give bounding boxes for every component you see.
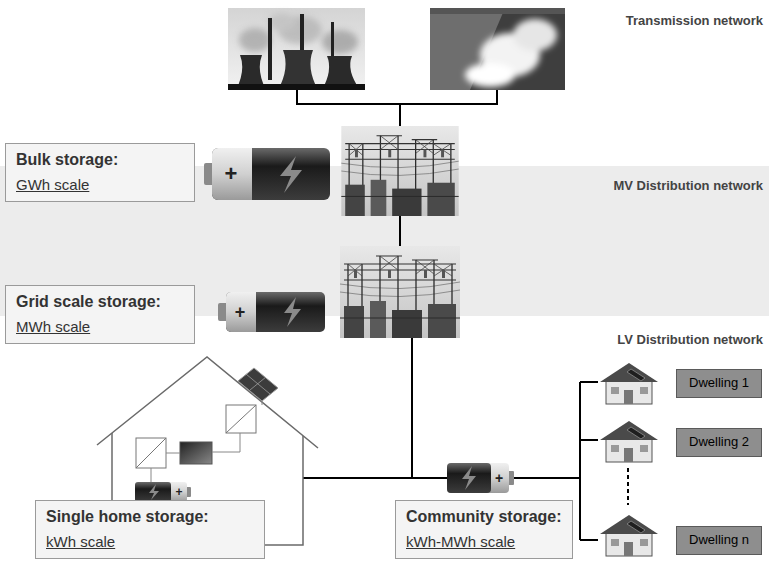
battery-symbol (280, 156, 302, 193)
power-plant-photo (268, 13, 296, 31)
hydro-dam-photo (465, 63, 515, 87)
house-illustration (265, 436, 303, 545)
dwelling-icon (600, 515, 658, 556)
battery-symbol (226, 292, 325, 332)
storage-label-box: Community storage: kWh-MWh scale (395, 500, 573, 559)
substation-photo (340, 246, 460, 338)
house-illustration (151, 401, 262, 482)
network-label: LV Distribution network (617, 332, 763, 348)
hydro-dam-photo (430, 8, 565, 14)
grid-wire (411, 338, 413, 478)
grid-wire (580, 382, 598, 540)
storage-title: Single home storage: (46, 507, 254, 528)
storage-label-box: Grid scale storage: MWh scale (5, 285, 195, 344)
substation-photo (341, 126, 458, 216)
house-illustration (136, 438, 166, 468)
hydro-dam-photo (513, 19, 557, 51)
storage-label-box: Bulk storage: GWh scale (5, 143, 195, 202)
grid-wire (514, 477, 580, 479)
hydro-dam-photo (430, 8, 565, 90)
dwelling-box: Dwelling n (676, 526, 762, 555)
power-plant-photo (228, 8, 365, 90)
grid-wire (579, 382, 581, 540)
dwelling-icon (600, 363, 658, 404)
house-illustration (246, 374, 270, 394)
grid-wire (297, 90, 497, 104)
battery-sign: + (235, 303, 246, 321)
hydro-dam-photo (430, 8, 565, 90)
network-label: Transmission network (626, 13, 763, 29)
battery-symbol (226, 292, 256, 332)
house-illustration (97, 357, 318, 448)
dwelling-icon (600, 421, 658, 462)
storage-scale: MWh scale (16, 317, 184, 337)
house-illustration (111, 433, 113, 508)
dwelling-box: Dwelling 2 (676, 428, 762, 457)
battery-symbol (447, 463, 491, 493)
dwelling-box: Dwelling 1 (676, 369, 762, 398)
battery-symbol (212, 148, 330, 200)
battery-symbol (284, 297, 301, 327)
battery-symbol (212, 148, 252, 200)
house-illustration (226, 405, 256, 433)
storage-scale: GWh scale (16, 175, 184, 195)
storage-scale: kWh scale (46, 532, 254, 552)
battery-sign: + (175, 486, 182, 498)
dwelling-label: Dwelling n (687, 532, 751, 549)
grid-wire (297, 90, 598, 540)
storage-label-box: Single home storage: kWh scale (35, 500, 265, 559)
battery-symbol (462, 466, 476, 490)
grid-wire (399, 216, 401, 246)
house-illustration (136, 438, 166, 468)
battery-symbol (250, 292, 256, 332)
house-illustration (180, 442, 212, 464)
network-label: MV Distribution network (614, 178, 764, 194)
grid-wire (303, 477, 447, 479)
battery-symbol (244, 148, 252, 200)
battery-sign: + (225, 163, 238, 185)
battery-symbol (149, 484, 159, 500)
house-illustration (238, 368, 278, 401)
battery-symbol (447, 463, 514, 493)
house-illustration (226, 405, 256, 433)
storage-title: Bulk storage: (16, 150, 184, 171)
grid-wire (399, 104, 401, 126)
power-plant-photo (322, 30, 358, 54)
battery-sign: + (495, 471, 503, 485)
dwelling-label: Dwelling 2 (687, 434, 751, 451)
power-plant-photo (268, 18, 272, 80)
storage-scale: kWh-MWh scale (406, 532, 562, 552)
hydro-dam-photo (465, 19, 557, 87)
battery-symbol (204, 148, 330, 200)
power-plant-photo (239, 28, 271, 52)
dwelling-ellipsis (627, 468, 629, 505)
storage-title: Community storage: (406, 507, 562, 528)
power-plant-photo (228, 8, 365, 90)
storage-title: Grid scale storage: (16, 292, 184, 313)
power-plant-photo (239, 13, 358, 54)
dwelling-label: Dwelling 1 (687, 375, 751, 392)
battery-symbol (447, 463, 509, 493)
power-plant-photo (228, 84, 365, 90)
battery-symbol (218, 292, 325, 332)
